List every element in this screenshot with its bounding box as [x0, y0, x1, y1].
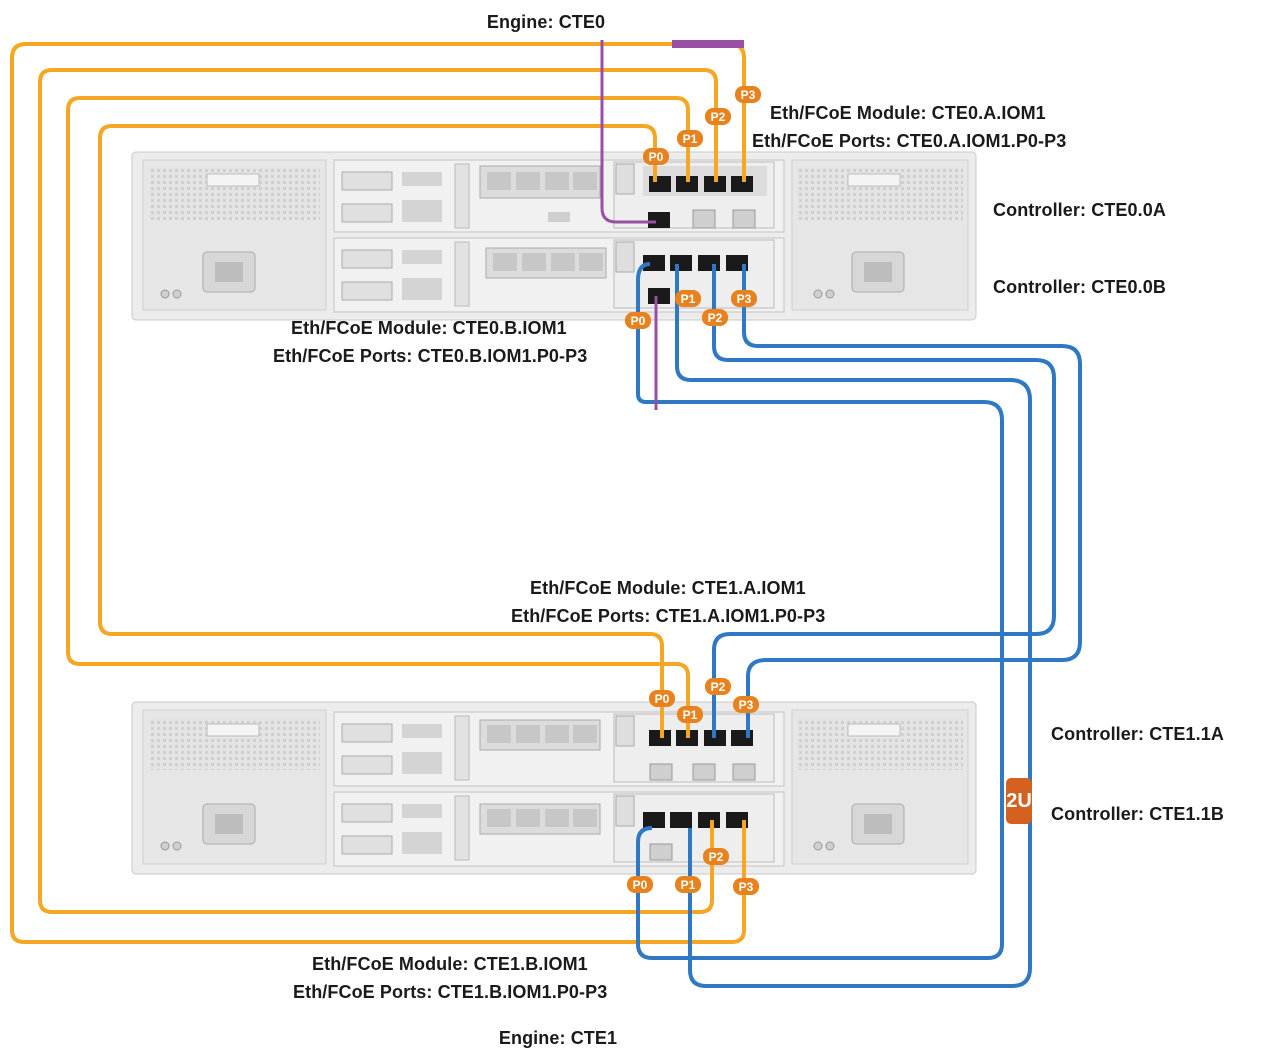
cable-cte0b-p0-to-cte1b-p0	[636, 262, 1004, 960]
svg-text:P1: P1	[683, 132, 698, 146]
tag-cte0b-p3: P3	[731, 290, 757, 307]
tag-cte1b-p2: P2	[703, 848, 729, 865]
port-tags: P0 P1 P2 P3 P0 P1 P2 P3 P0 P1 P2 P3 P0 P…	[625, 86, 761, 895]
svg-text:P2: P2	[708, 311, 723, 325]
svg-text:P0: P0	[631, 314, 646, 328]
tag-cte0b-p1: P1	[675, 290, 701, 307]
svg-text:P1: P1	[683, 708, 698, 722]
tag-cte1a-p3: P3	[733, 696, 759, 713]
tag-cte1a-p2: P2	[705, 678, 731, 695]
tag-cte0a-p0: P0	[643, 148, 669, 165]
module-cte1a-label: Eth/FCoE Module: CTE1.A.IOM1	[530, 578, 806, 598]
svg-text:P0: P0	[649, 150, 664, 164]
svg-text:P3: P3	[741, 88, 756, 102]
controller-cte0-b-label: Controller: CTE0.0B	[993, 277, 1166, 297]
ports-cte0b-label: Eth/FCoE Ports: CTE0.B.IOM1.P0-P3	[273, 346, 588, 366]
engine-cte1-chassis	[131, 701, 977, 875]
purple-cables	[600, 40, 744, 410]
cable-cte0a-p2-to-cte1b-p2	[38, 68, 718, 914]
svg-text:P2: P2	[711, 680, 726, 694]
svg-text:P1: P1	[681, 292, 696, 306]
rack-unit-badge: 2U	[1006, 778, 1032, 824]
controller-cte0-a-label: Controller: CTE0.0A	[993, 200, 1166, 220]
cable-cte0b-p2-to-cte1a-p2	[712, 264, 1056, 738]
controller-cte1-a-slot	[333, 711, 785, 787]
tag-cte0b-p2: P2	[702, 309, 728, 326]
controller-cte0-a-slot	[333, 159, 785, 233]
controller-cte1-b-slot	[333, 791, 785, 867]
tag-cte1b-p1: P1	[675, 876, 701, 893]
svg-text:P1: P1	[681, 878, 696, 892]
svg-text:P2: P2	[709, 850, 724, 864]
module-cte1b-label: Eth/FCoE Module: CTE1.B.IOM1	[312, 954, 588, 974]
psu-right-cte1	[791, 709, 969, 865]
tag-cte0a-p1: P1	[677, 130, 703, 147]
controller-cte1-a-label: Controller: CTE1.1A	[1051, 724, 1224, 744]
tag-cte1b-p0: P0	[627, 876, 653, 893]
ports-cte1a-label: Eth/FCoE Ports: CTE1.A.IOM1.P0-P3	[511, 606, 826, 626]
psu-left-cte0	[142, 159, 327, 311]
ports-cte1b-label: Eth/FCoE Ports: CTE1.B.IOM1.P0-P3	[293, 982, 608, 1002]
svg-text:P3: P3	[739, 698, 754, 712]
cable-purple-cte0a	[600, 40, 656, 224]
cable-cte0a-p1-to-cte1a-p1	[66, 96, 690, 738]
controller-cte0-b-slot	[333, 237, 785, 313]
ports-cte0a-label: Eth/FCoE Ports: CTE0.A.IOM1.P0-P3	[752, 131, 1067, 151]
blue-cables	[636, 262, 1082, 988]
tag-cte0b-p0: P0	[625, 312, 651, 329]
svg-text:P0: P0	[655, 692, 670, 706]
tag-cte0a-p3: P3	[735, 86, 761, 103]
psu-left-cte1	[142, 709, 327, 865]
cable-cte0b-p3-to-cte1a-p3	[742, 264, 1082, 738]
tag-cte1b-p3: P3	[733, 878, 759, 895]
svg-text:P2: P2	[711, 110, 726, 124]
cable-cte0b-p1-to-cte1b-p1	[675, 264, 1032, 988]
engine-cte0-chassis	[131, 151, 977, 321]
module-cte0a-label: Eth/FCoE Module: CTE0.A.IOM1	[770, 103, 1046, 123]
svg-text:P3: P3	[739, 880, 754, 894]
controller-cte1-b-label: Controller: CTE1.1B	[1051, 804, 1224, 824]
svg-text:P3: P3	[737, 292, 752, 306]
cable-cte0a-p0-to-cte1a-p0	[98, 124, 664, 738]
tag-cte0a-p2: P2	[705, 108, 731, 125]
module-cte0b-label: Eth/FCoE Module: CTE0.B.IOM1	[291, 318, 567, 338]
tag-cte1a-p0: P0	[649, 690, 675, 707]
engine-cte1-label: Engine: CTE1	[498, 1028, 618, 1048]
svg-text:P0: P0	[633, 878, 648, 892]
psu-right-cte0	[791, 159, 969, 311]
engine-cte0-label: Engine: CTE0	[486, 12, 606, 32]
tag-cte1a-p1: P1	[677, 706, 703, 723]
